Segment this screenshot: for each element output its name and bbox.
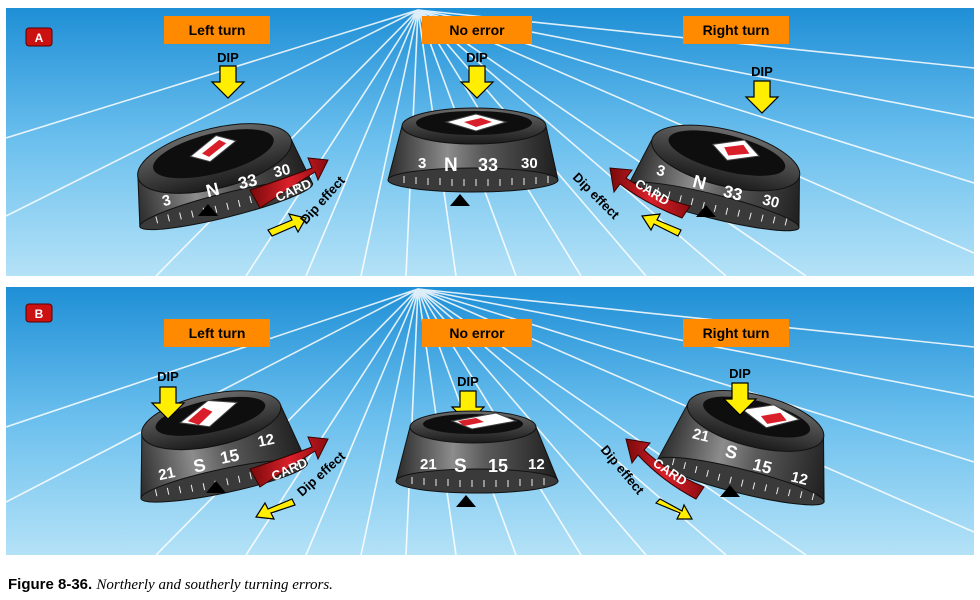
panel-b-compass-center: DIP 21 S 15 12 <box>395 374 559 507</box>
panel-a-card-arrow-right <box>609 167 691 219</box>
panel-a-header-center <box>422 16 532 44</box>
panel-a-header-left <box>164 16 270 44</box>
panel-a-card-arrow-left <box>249 157 329 209</box>
panel-b-dip-arrow-left <box>150 386 186 420</box>
panel-b-right-dial-21: 21 <box>691 425 711 446</box>
panel-b-dip-label-left: DIP <box>157 369 179 384</box>
panel-b-left-dial-s: S <box>191 455 207 477</box>
panel-a-lubber-left <box>198 204 218 216</box>
panel-b-center-dial-21: 21 <box>420 456 437 473</box>
panel-b-header-center-label: No error <box>449 325 505 341</box>
panel-a-lubber-center <box>450 194 470 206</box>
panel-b-right-dial-s: S <box>723 441 739 463</box>
panel-b-letter-badge <box>25 303 53 323</box>
panel-b-center-dial-12: 12 <box>528 456 545 473</box>
panel-a: A Left turn No error Right turn DIP <box>6 8 974 276</box>
panel-a-compass-center: DIP 3 N 33 30 <box>387 50 559 206</box>
panel-b-right-dial-15: 15 <box>751 455 774 478</box>
panel-a-lubber-right <box>696 205 716 217</box>
panel-b-left-dial-12: 12 <box>256 431 276 451</box>
panel-a-compass-left: DIP 3 N 33 30 <box>137 50 348 237</box>
panel-b-dip-label-center: DIP <box>457 374 479 389</box>
panel-a-right-dial-33: 33 <box>721 182 744 205</box>
panel-b-dip-label-right: DIP <box>729 366 751 381</box>
panel-a-header-right <box>683 16 789 44</box>
figure-number: Figure 8-36. <box>8 576 93 593</box>
panel-a-left-dial-3: 3 <box>161 192 173 211</box>
panel-a-header-center-label: No error <box>449 22 505 38</box>
panel-a-center-dial-n: N <box>444 155 458 176</box>
panel-b-left-dial-21: 21 <box>157 464 177 484</box>
panel-b-lubber-left <box>206 481 226 493</box>
panel-a-dip-arrow-center <box>459 65 495 99</box>
panel-a-letter-badge <box>25 27 53 47</box>
panel-b-right-dial-12: 12 <box>789 468 809 489</box>
panel-b-lubber-right <box>720 485 740 497</box>
panel-a-dip-label-left: DIP <box>217 50 239 65</box>
panel-a-dip-label-center: DIP <box>466 50 488 65</box>
panel-b-illustration: B Left turn No error Right turn <box>6 287 974 555</box>
panel-a-left-dial-n: N <box>204 179 221 202</box>
panel-b-card-arrow-right <box>625 438 705 500</box>
panel-a-center-dial-3: 3 <box>418 155 426 172</box>
panel-b-dip-arrow-right <box>722 382 758 416</box>
panel-a-dip-label-right: DIP <box>751 64 773 79</box>
panel-b-header-left-label: Left turn <box>189 325 246 341</box>
panel-b-lubber-center <box>456 495 476 507</box>
panel-a-header-right-label: Right turn <box>703 22 770 38</box>
panel-b-compass-left: 21 S 15 12 DIP CARD Dip effect <box>140 369 349 520</box>
panel-b-center-dial-s: S <box>454 456 467 477</box>
panel-a-header-left-label: Left turn <box>189 22 246 38</box>
panel-b-header-right-label: Right turn <box>703 325 770 341</box>
panel-b-left-dial-15: 15 <box>218 445 240 468</box>
panel-b-dip-effect-arrow-right <box>654 498 694 520</box>
panel-b-header-left <box>164 319 270 347</box>
figure-caption: Figure 8-36. Northerly and southerly tur… <box>8 576 333 594</box>
panel-b-letter: B <box>35 307 44 321</box>
panel-b-dip-effect-arrow-left <box>254 498 296 520</box>
panel-a-left-dial-33: 33 <box>236 170 259 193</box>
panel-b-card-arrow-left <box>249 436 329 488</box>
panel-a-center-dial-30: 30 <box>521 155 538 172</box>
panel-a-dip-effect-arrow-right <box>640 213 682 237</box>
panel-a-left-dial-30: 30 <box>272 161 292 182</box>
panel-b-compass-right: 21 S 15 12 DIP CARD Dip effect <box>598 366 825 520</box>
panel-a-center-dial-33: 33 <box>478 155 498 175</box>
panel-a-dip-effect-arrow-left <box>267 213 307 237</box>
panel-b-center-dial-15: 15 <box>488 456 508 476</box>
panel-a-right-dial-n: N <box>691 171 708 194</box>
panel-a-dip-arrow-left <box>210 65 246 99</box>
panel-b-header-center <box>422 319 532 347</box>
panel-a-letter: A <box>35 31 44 45</box>
panel-a-right-dial-3: 3 <box>655 162 667 181</box>
panel-a-dip-arrow-right <box>744 80 780 114</box>
panel-b: B Left turn No error Right turn <box>6 287 974 555</box>
panel-a-right-dial-30: 30 <box>761 191 781 212</box>
panel-a-illustration: A Left turn No error Right turn DIP <box>6 8 974 276</box>
figure-description: Northerly and southerly turning errors. <box>96 577 333 593</box>
panel-b-header-right <box>683 319 789 347</box>
